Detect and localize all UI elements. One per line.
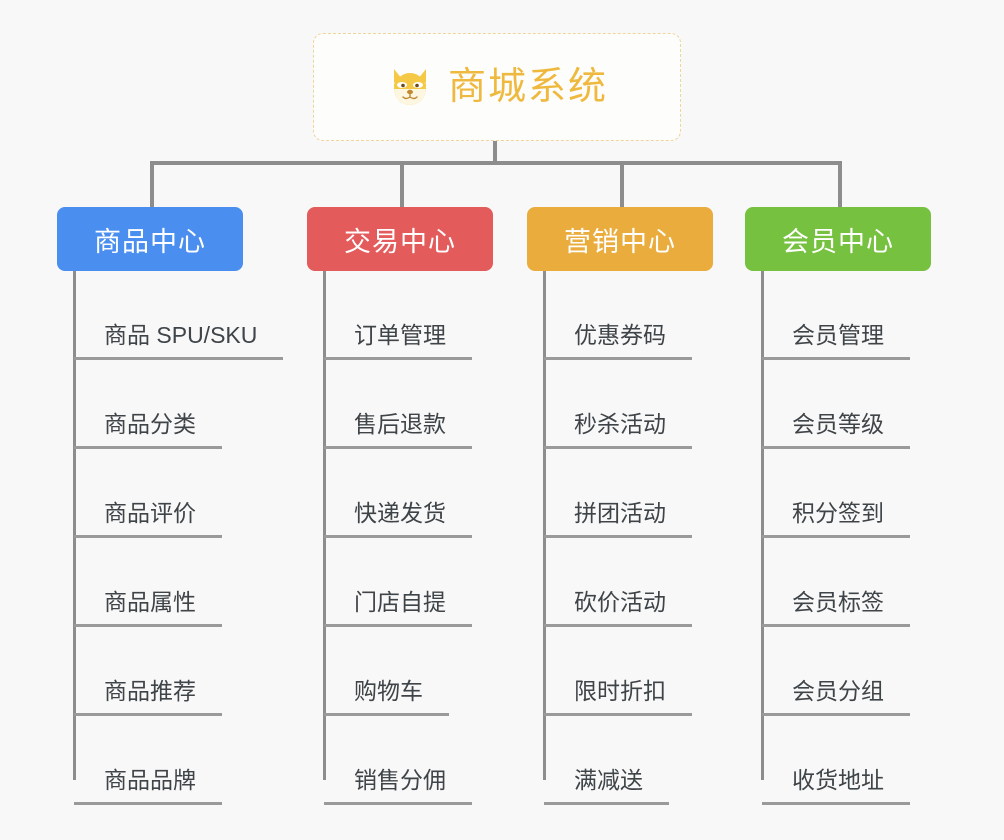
connector-drop-4 xyxy=(838,161,842,207)
branch-spine-4 xyxy=(761,271,764,780)
list-item[interactable]: 商品 SPU/SKU xyxy=(74,271,284,360)
root-node-商城系统[interactable]: 商城系统 xyxy=(313,33,681,141)
category-box-1[interactable]: 商品中心 xyxy=(57,207,243,271)
root-node-label: 商城系统 xyxy=(447,66,608,108)
branch-spine-1 xyxy=(73,271,76,780)
leaf-label: 购物车 xyxy=(324,678,449,716)
leaf-label: 收货地址 xyxy=(762,767,910,805)
list-item[interactable]: 商品属性 xyxy=(74,538,283,627)
category-label-3: 营销中心 xyxy=(564,226,676,257)
category-box-4[interactable]: 会员中心 xyxy=(745,207,931,271)
leaf-label: 砍价活动 xyxy=(544,589,692,627)
connector-root-trunk xyxy=(493,141,497,163)
branch-spine-3 xyxy=(543,271,546,780)
leaf-label: 优惠券码 xyxy=(544,322,692,360)
leaf-label: 会员管理 xyxy=(762,322,910,360)
list-item[interactable]: 商品分类 xyxy=(74,360,283,449)
list-item[interactable]: 门店自提 xyxy=(324,538,472,627)
leaf-list-4: 会员管理 会员等级 积分签到 会员标签 会员分组 收货地址 xyxy=(762,271,910,805)
list-item[interactable]: 会员等级 xyxy=(762,360,910,449)
leaf-label: 积分签到 xyxy=(762,500,910,538)
leaf-list-3: 优惠券码 秒杀活动 拼团活动 砍价活动 限时折扣 满减送 xyxy=(544,271,692,805)
list-item[interactable]: 优惠券码 xyxy=(544,271,692,360)
leaf-label: 限时折扣 xyxy=(544,678,692,716)
list-item[interactable]: 购物车 xyxy=(324,627,472,716)
shiba-dog-icon xyxy=(386,63,434,111)
connector-drop-2 xyxy=(400,161,404,207)
leaf-list-1: 商品 SPU/SKU 商品分类 商品评价 商品属性 商品推荐 商品品牌 xyxy=(74,271,284,805)
list-item[interactable]: 快递发货 xyxy=(324,449,472,538)
list-item[interactable]: 商品推荐 xyxy=(74,627,283,716)
leaf-label: 会员等级 xyxy=(762,411,910,449)
list-item[interactable]: 商品评价 xyxy=(74,449,283,538)
list-item[interactable]: 收货地址 xyxy=(762,716,910,805)
leaf-label: 销售分佣 xyxy=(324,767,472,805)
leaf-label: 商品推荐 xyxy=(74,678,222,716)
leaf-label: 商品品牌 xyxy=(74,767,222,805)
list-item[interactable]: 满减送 xyxy=(544,716,692,805)
list-item[interactable]: 秒杀活动 xyxy=(544,360,692,449)
list-item[interactable]: 砍价活动 xyxy=(544,538,692,627)
leaf-label: 商品 SPU/SKU xyxy=(74,322,284,360)
list-item[interactable]: 会员分组 xyxy=(762,627,910,716)
list-item[interactable]: 拼团活动 xyxy=(544,449,692,538)
leaf-label: 快递发货 xyxy=(324,500,472,538)
list-item[interactable]: 订单管理 xyxy=(324,271,472,360)
category-label-2: 交易中心 xyxy=(344,226,456,257)
connector-drop-3 xyxy=(620,161,624,207)
category-box-3[interactable]: 营销中心 xyxy=(527,207,713,271)
category-label-1: 商品中心 xyxy=(94,226,206,257)
leaf-label: 商品属性 xyxy=(74,589,222,627)
list-item[interactable]: 限时折扣 xyxy=(544,627,692,716)
leaf-list-2: 订单管理 售后退款 快递发货 门店自提 购物车 销售分佣 xyxy=(324,271,472,805)
connector-drop-1 xyxy=(150,161,154,207)
leaf-label: 商品分类 xyxy=(74,411,222,449)
list-item[interactable]: 销售分佣 xyxy=(324,716,472,805)
list-item[interactable]: 会员标签 xyxy=(762,538,910,627)
leaf-label: 会员标签 xyxy=(762,589,910,627)
category-box-2[interactable]: 交易中心 xyxy=(307,207,493,271)
connector-horizontal-bus xyxy=(150,161,842,165)
leaf-label: 秒杀活动 xyxy=(544,411,692,449)
leaf-label: 满减送 xyxy=(544,767,669,805)
category-label-4: 会员中心 xyxy=(782,226,894,257)
leaf-label: 商品评价 xyxy=(74,500,222,538)
list-item[interactable]: 售后退款 xyxy=(324,360,472,449)
list-item[interactable]: 积分签到 xyxy=(762,449,910,538)
leaf-label: 拼团活动 xyxy=(544,500,692,538)
branch-spine-2 xyxy=(323,271,326,780)
leaf-label: 订单管理 xyxy=(324,322,472,360)
list-item[interactable]: 会员管理 xyxy=(762,271,910,360)
leaf-label: 会员分组 xyxy=(762,678,910,716)
leaf-label: 售后退款 xyxy=(324,411,472,449)
list-item[interactable]: 商品品牌 xyxy=(74,716,283,805)
leaf-label: 门店自提 xyxy=(324,589,472,627)
